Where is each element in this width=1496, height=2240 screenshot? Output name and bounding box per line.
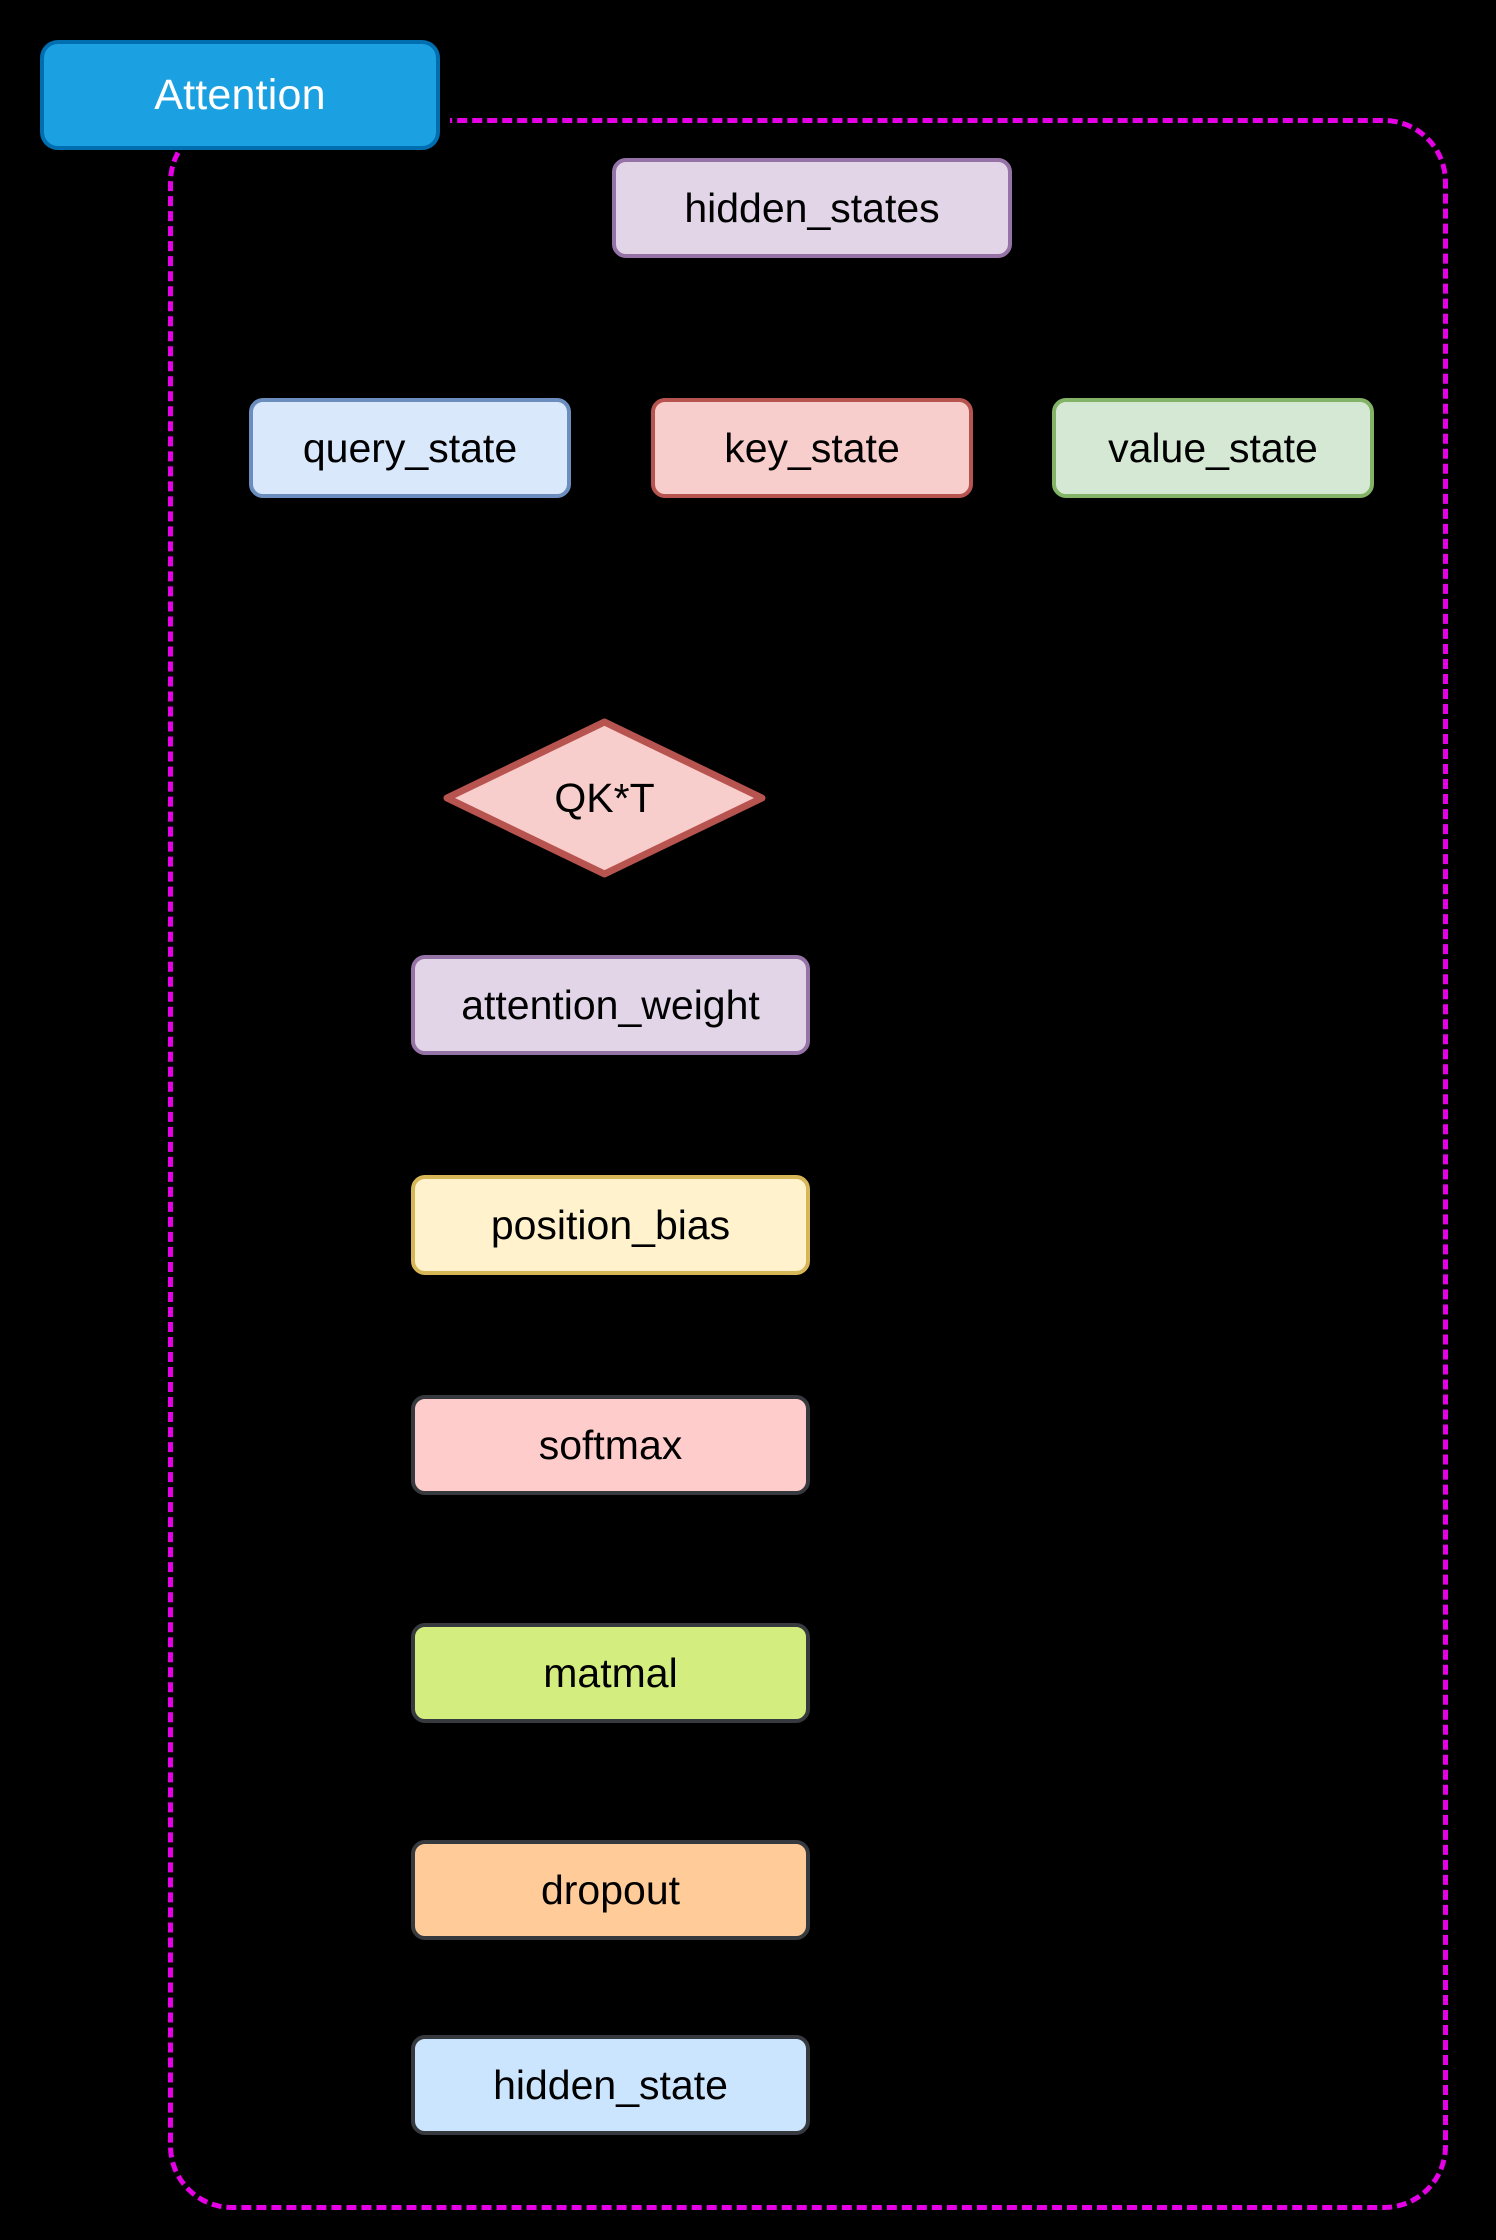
- subgraph-boundary-attention: [168, 118, 1448, 2210]
- diamond-shape-icon: [443, 718, 766, 878]
- subgraph-title-attention[interactable]: Attention: [40, 40, 440, 150]
- node-value-state[interactable]: value_state: [1052, 398, 1374, 498]
- node-dropout-label: dropout: [540, 1866, 681, 1913]
- node-qkt[interactable]: QK*T: [443, 718, 766, 878]
- node-position-bias[interactable]: position_bias: [411, 1175, 810, 1275]
- node-qkt-label: QK*T: [554, 774, 655, 821]
- node-position-bias-label: position_bias: [490, 1201, 731, 1248]
- node-key-state[interactable]: key_state: [651, 398, 973, 498]
- node-query-state[interactable]: query_state: [249, 398, 571, 498]
- node-value-state-label: value_state: [1108, 424, 1318, 471]
- node-key-state-label: key_state: [724, 424, 900, 471]
- node-dropout[interactable]: dropout: [411, 1840, 810, 1940]
- node-attention-weight-label: attention_weight: [461, 981, 760, 1028]
- node-attention-weight[interactable]: attention_weight: [411, 955, 810, 1055]
- node-hidden-state-label: hidden_state: [493, 2061, 728, 2108]
- subgraph-title-label: Attention: [154, 70, 326, 119]
- node-hidden-state[interactable]: hidden_state: [411, 2035, 810, 2135]
- node-hidden-states[interactable]: hidden_states: [612, 158, 1012, 258]
- node-hidden-states-label: hidden_states: [684, 184, 940, 231]
- node-query-state-label: query_state: [302, 424, 518, 471]
- node-matmal[interactable]: matmal: [411, 1623, 810, 1723]
- node-softmax-label: softmax: [538, 1421, 683, 1468]
- node-softmax[interactable]: softmax: [411, 1395, 810, 1495]
- node-matmal-label: matmal: [543, 1649, 678, 1696]
